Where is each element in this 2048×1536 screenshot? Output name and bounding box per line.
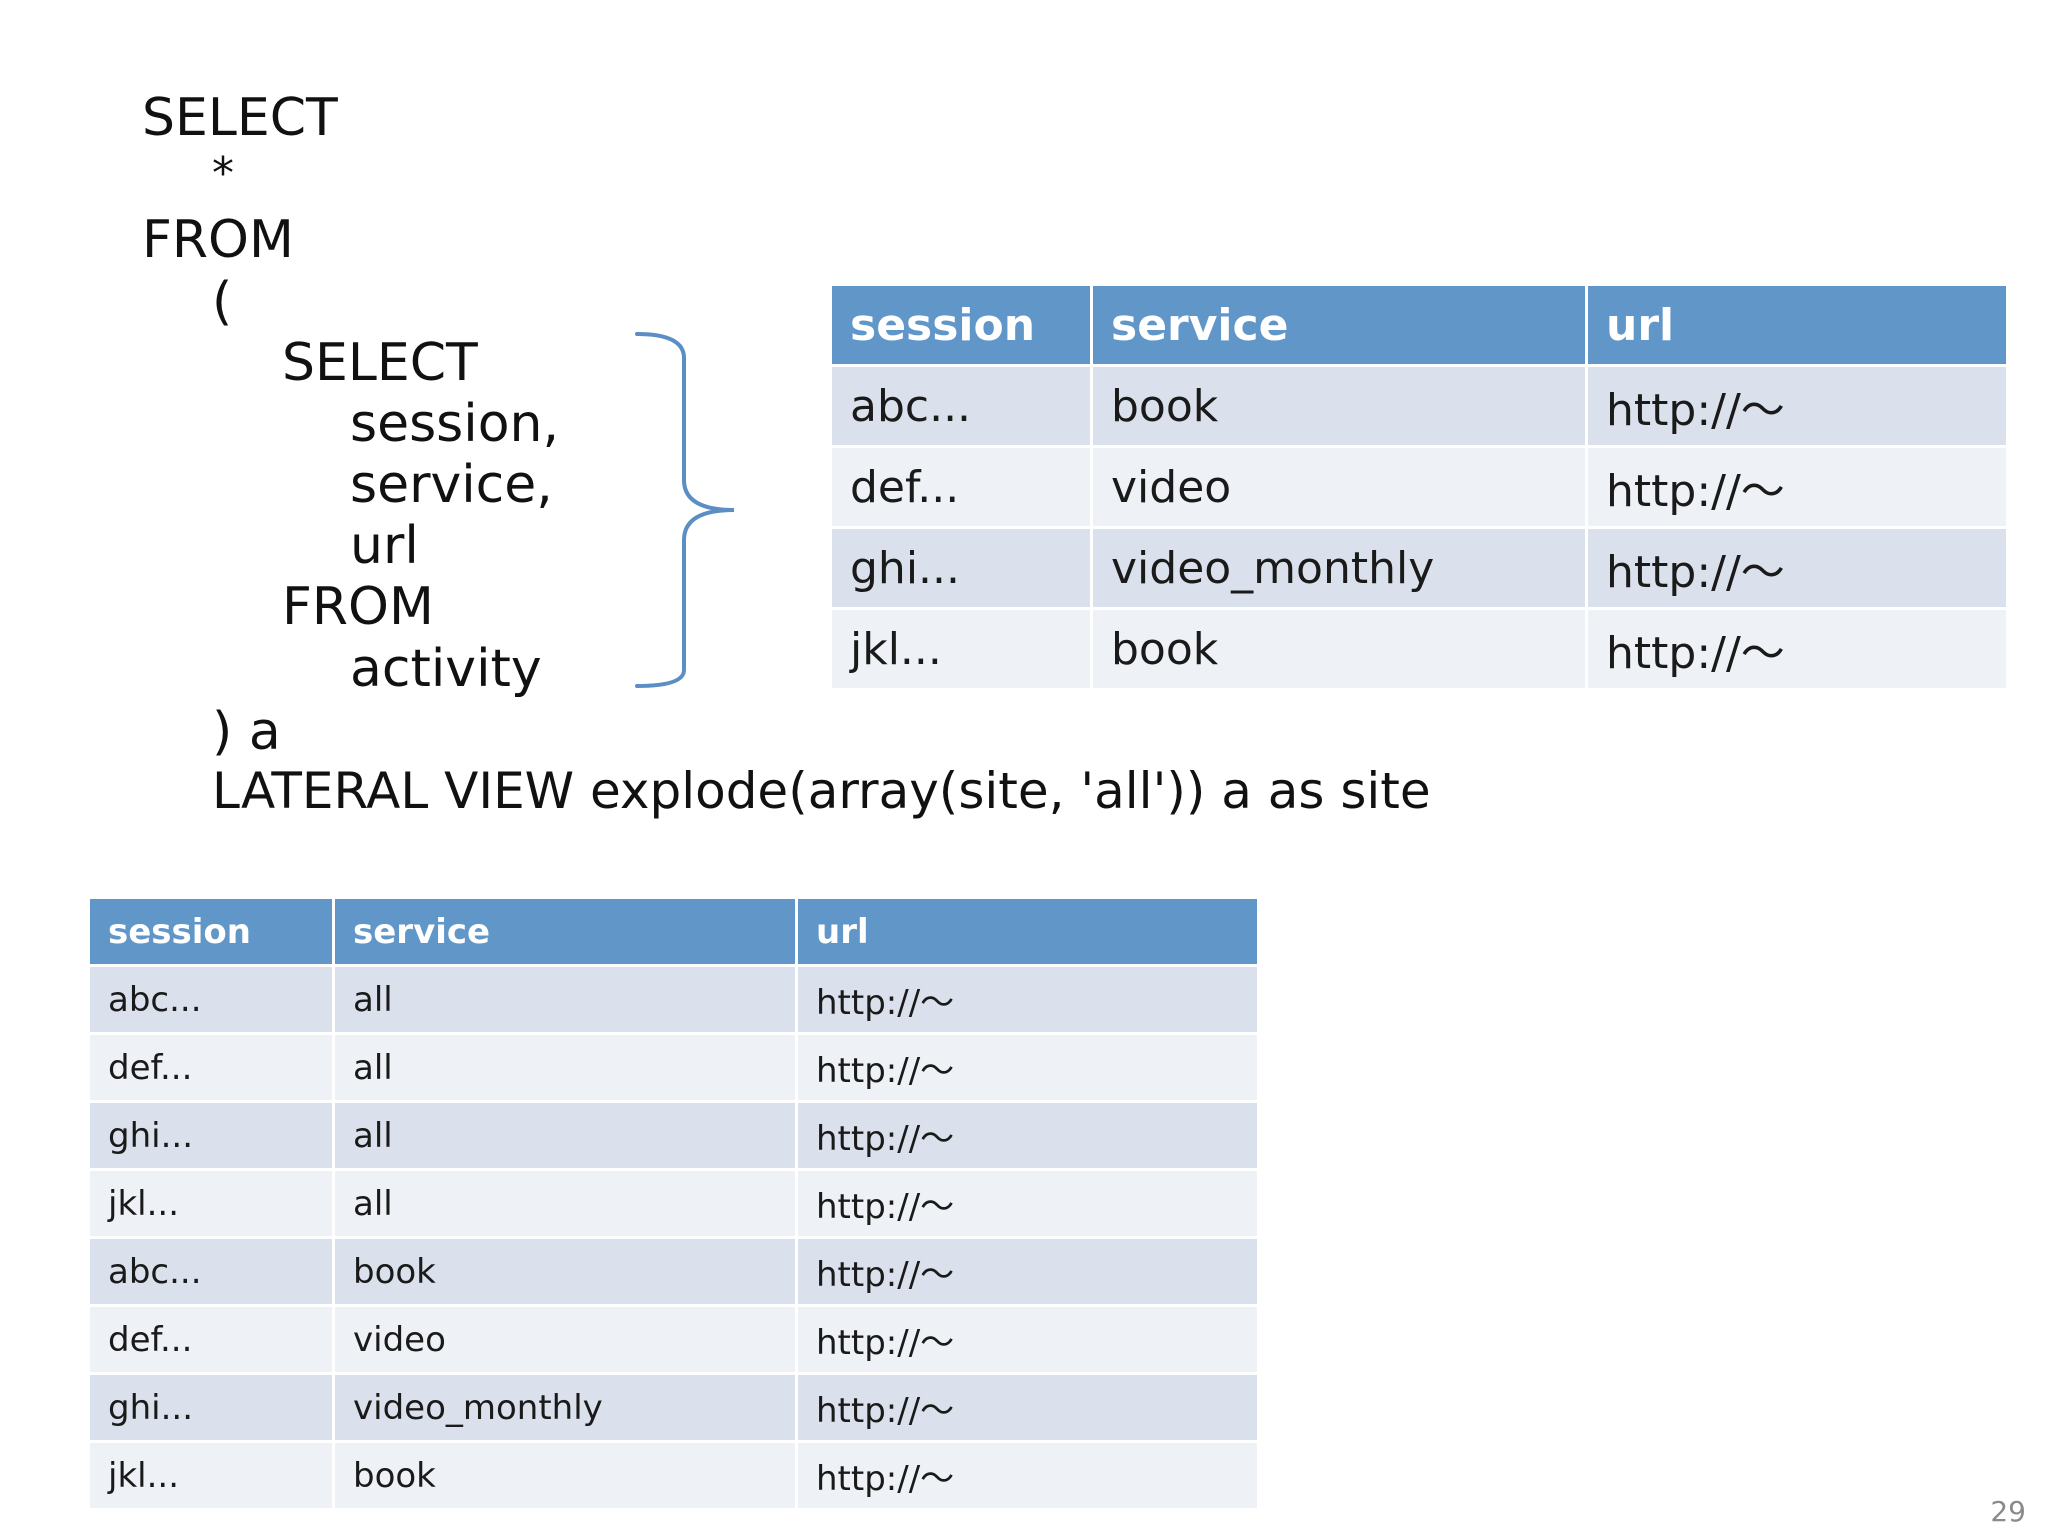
result-table-cell: jkl... xyxy=(90,1443,332,1508)
query-line: url xyxy=(350,516,419,576)
right-brace-icon xyxy=(635,332,735,688)
result-table-cell: def... xyxy=(90,1307,332,1372)
result-table-header-cell: service xyxy=(335,899,795,964)
result-table-cell: ghi... xyxy=(90,1103,332,1168)
source-table-cell: http://～ xyxy=(1588,529,2006,607)
source-table-header-cell: service xyxy=(1093,286,1585,364)
result-table-cell: all xyxy=(335,1035,795,1100)
source-table-cell: http://～ xyxy=(1588,610,2006,688)
query-line: FROM xyxy=(142,210,294,270)
source-table-header-cell: url xyxy=(1588,286,2006,364)
source-table-cell: def... xyxy=(832,448,1090,526)
result-table-cell: all xyxy=(335,967,795,1032)
result-table-cell: http://～ xyxy=(798,1103,1257,1168)
result-table-cell: def... xyxy=(90,1035,332,1100)
result-table-cell: jkl... xyxy=(90,1171,332,1236)
result-table-cell: http://～ xyxy=(798,1239,1257,1304)
source-table-cell: http://～ xyxy=(1588,448,2006,526)
result-table-header-cell: session xyxy=(90,899,332,964)
source-table-cell: book xyxy=(1093,367,1585,445)
result-table-cell: video xyxy=(335,1307,795,1372)
result-table-cell: http://～ xyxy=(798,1035,1257,1100)
query-line: SELECT xyxy=(142,88,338,148)
result-table-cell: http://～ xyxy=(798,1443,1257,1508)
result-table-header-cell: url xyxy=(798,899,1257,964)
result-table-cell: all xyxy=(335,1103,795,1168)
result-table-cell: book xyxy=(335,1239,795,1304)
result-table-cell: http://～ xyxy=(798,967,1257,1032)
result-table-cell: http://～ xyxy=(798,1171,1257,1236)
source-table-cell: abc... xyxy=(832,367,1090,445)
result-table-cell: video_monthly xyxy=(335,1375,795,1440)
query-line: SELECT xyxy=(282,333,478,393)
source-table-cell: video xyxy=(1093,448,1585,526)
result-table-cell: all xyxy=(335,1171,795,1236)
query-line: session, xyxy=(350,394,560,454)
source-table-header-cell: session xyxy=(832,286,1090,364)
query-line: ) a xyxy=(212,702,281,762)
result-table-cell: book xyxy=(335,1443,795,1508)
result-table-cell: ghi... xyxy=(90,1375,332,1440)
source-table-cell: ghi... xyxy=(832,529,1090,607)
query-line: service, xyxy=(350,455,553,515)
query-line: activity xyxy=(350,639,542,699)
query-line: LATERAL VIEW explode(array(site, 'all'))… xyxy=(212,762,1431,820)
result-table-cell: abc... xyxy=(90,967,332,1032)
source-table-cell: book xyxy=(1093,610,1585,688)
source-table-cell: jkl... xyxy=(832,610,1090,688)
query-line: * xyxy=(212,148,234,199)
result-table-cell: http://～ xyxy=(798,1307,1257,1372)
source-table-cell: http://～ xyxy=(1588,367,2006,445)
source-table-cell: video_monthly xyxy=(1093,529,1585,607)
page-number: 29 xyxy=(1990,1495,2026,1528)
result-table-cell: abc... xyxy=(90,1239,332,1304)
result-table-cell: http://～ xyxy=(798,1375,1257,1440)
query-line: ( xyxy=(212,272,233,332)
query-line: FROM xyxy=(282,577,434,637)
